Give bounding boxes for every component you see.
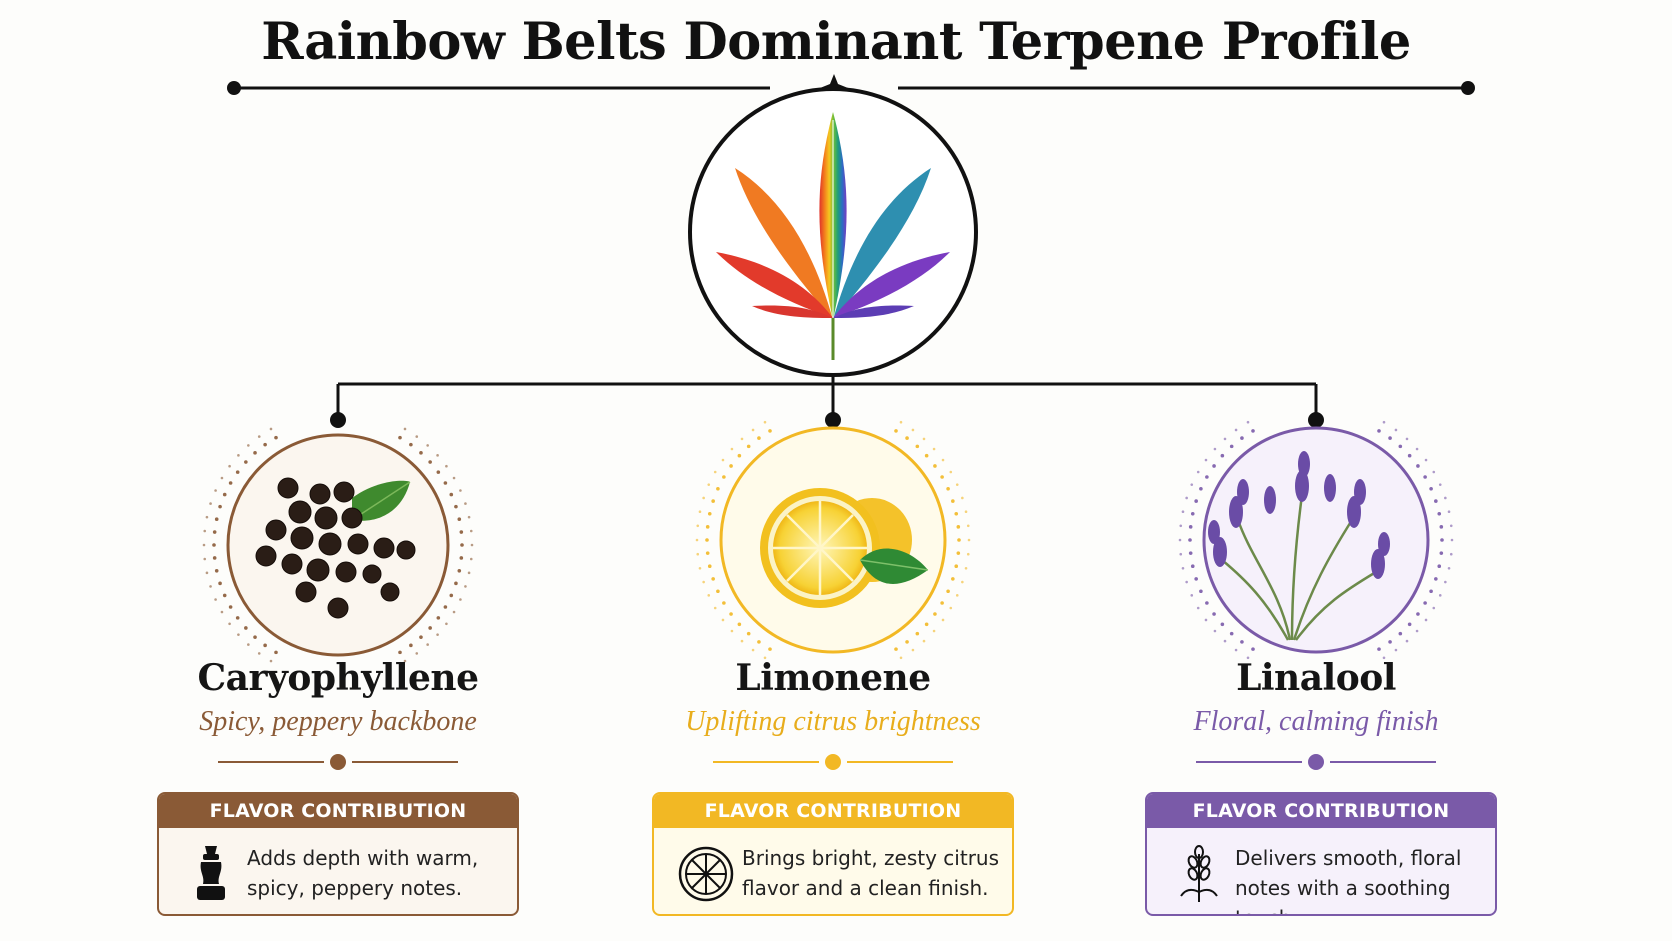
terpene-name: Linalool (1236, 657, 1396, 699)
center-leaf-emblem (688, 87, 978, 377)
connector-tree (336, 375, 1318, 420)
terpene-tagline: Floral, calming finish (1193, 706, 1439, 737)
terpene-tagline: Spicy, peppery backbone (199, 706, 477, 737)
tagline-divider (218, 754, 458, 770)
lemon-image (760, 488, 929, 608)
terpene-name: Caryophyllene (197, 657, 479, 699)
card-text: Adds depth with warm, spicy, peppery not… (247, 846, 479, 900)
terpene-name: Limonene (735, 657, 931, 699)
card-heading: FLAVOR CONTRIBUTION (1147, 794, 1495, 828)
page-title: Rainbow Belts Dominant Terpene Profile (261, 12, 1411, 72)
pepper-grinder-icon (181, 842, 241, 906)
tagline-divider (713, 754, 953, 770)
card-text: Delivers smooth, floral notes with a soo… (1235, 846, 1462, 914)
card-text: Brings bright, zesty citrus flavor and a… (742, 846, 1000, 900)
card-heading: FLAVOR CONTRIBUTION (159, 794, 517, 828)
flavor-contribution-card: FLAVOR CONTRIBUTION Adds depth with warm,… (157, 792, 519, 916)
tagline-divider (1196, 754, 1436, 770)
terpene-tagline: Uplifting citrus brightness (685, 706, 981, 737)
rainbow-cannabis-leaf-image (716, 112, 950, 360)
lavender-sprig-icon (1169, 842, 1229, 906)
citrus-slice-icon (676, 842, 736, 906)
lavender-image (1208, 451, 1390, 641)
flavor-contribution-card: FLAVOR CONTRIBUTION Brings bright, zesty … (652, 792, 1014, 916)
card-heading: FLAVOR CONTRIBUTION (654, 794, 1012, 828)
black-peppercorns-image (255, 477, 416, 619)
flavor-contribution-card: FLAVOR CONTRIBUTION Delivers smooth, flor… (1145, 792, 1497, 916)
